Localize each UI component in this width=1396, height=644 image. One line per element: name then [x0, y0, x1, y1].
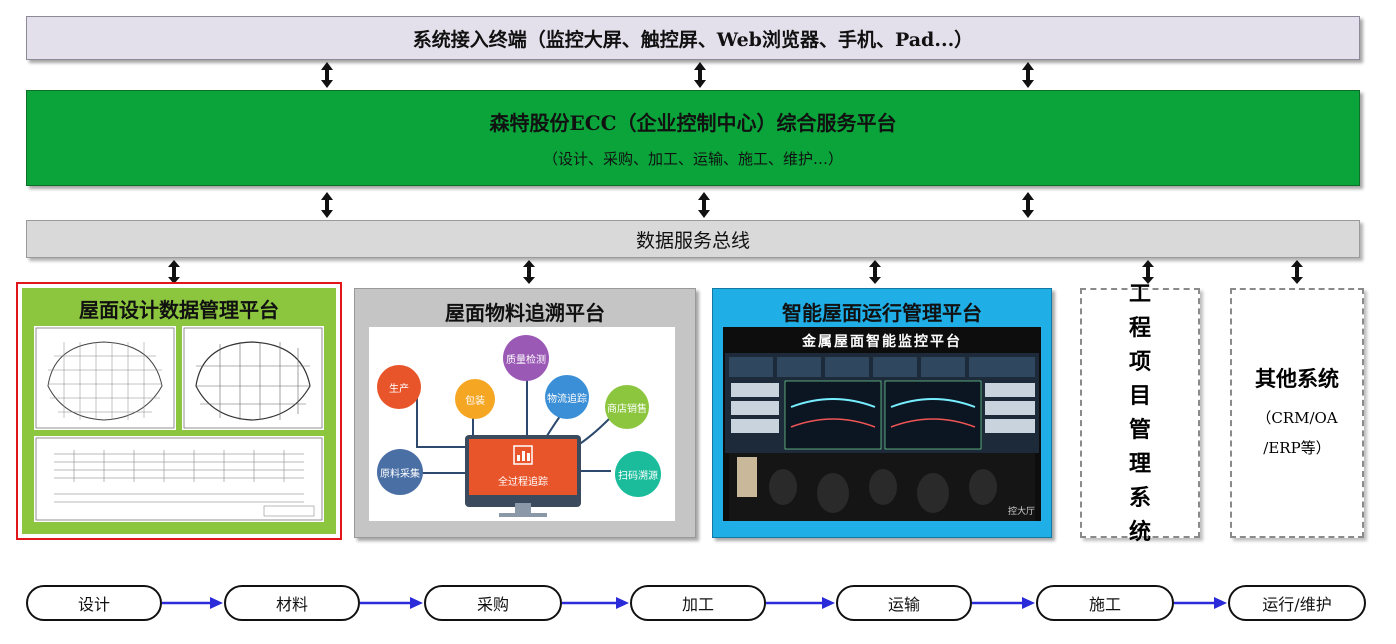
double-arrow-icon: [1021, 190, 1035, 220]
other-systems-line1: （CRM/OA: [1256, 409, 1338, 427]
double-arrow-icon: [1290, 258, 1304, 286]
data-service-bus: 数据服务总线: [26, 220, 1360, 258]
double-arrow-icon: [320, 190, 334, 220]
project-management-system: 工程项目管理系统: [1080, 281, 1200, 545]
other-systems-title: 其他系统: [1255, 366, 1339, 391]
flow-step-operation: 运行/维护: [1228, 585, 1366, 621]
control-hall-caption: 控大厅: [1007, 507, 1035, 517]
flow-step-label: 材料: [275, 595, 308, 614]
bus-label: 数据服务总线: [635, 229, 750, 252]
double-arrow-icon: [1021, 60, 1035, 90]
double-arrow-icon: [522, 258, 536, 286]
flow-step-label: 采购: [476, 595, 509, 614]
control-room-image: 金属屋面智能监控平台 控大厅: [723, 327, 1041, 521]
double-arrow-icon: [320, 60, 334, 90]
flow-arrow-icon: [1174, 597, 1227, 609]
flow-step-process: 加工: [630, 585, 766, 621]
flow-arrow-icon: [766, 597, 835, 609]
trace-node: 扫码溯源: [615, 451, 661, 497]
trace-node: 物流追踪: [545, 375, 589, 419]
flow-arrow-icon: [162, 597, 223, 609]
smart-roof-platform: 智能屋面运行管理平台: [712, 288, 1052, 538]
trace-node: 包装: [455, 379, 495, 419]
flow-step-label: 运行/维护: [1262, 595, 1332, 614]
flow-step-purchase: 采购: [424, 585, 562, 621]
flow-step-label: 加工: [681, 595, 714, 614]
terminal-label: 系统接入终端（监控大屏、触控屏、Web浏览器、手机、Pad...）: [412, 28, 974, 51]
double-arrow-icon: [1141, 258, 1155, 286]
flow-arrow-icon: [972, 597, 1035, 609]
cad-drawing-image: [34, 326, 176, 430]
material-platform-title: 屋面物料追溯平台: [445, 301, 605, 325]
other-systems: 其他系统 （CRM/OA /ERP等）: [1230, 288, 1364, 538]
chart-icon: [513, 445, 533, 469]
trace-center-label: 全过程追踪: [498, 477, 548, 488]
double-arrow-icon: [693, 60, 707, 90]
flow-step-construction: 施工: [1036, 585, 1174, 621]
flow-step-material: 材料: [224, 585, 360, 621]
flow-step-label: 施工: [1088, 595, 1121, 614]
terminal-layer: 系统接入终端（监控大屏、触控屏、Web浏览器、手机、Pad...）: [26, 16, 1360, 60]
monitor-screen-title: 金属屋面智能监控平台: [802, 334, 962, 350]
flow-step-design: 设计: [26, 585, 162, 621]
ecc-subtitle: （设计、采购、加工、运输、施工、维护…）: [542, 150, 843, 168]
project-system-title: 工程项目管理系统: [1128, 281, 1151, 545]
cad-drawing-image: [182, 326, 324, 430]
flow-arrow-icon: [562, 597, 629, 609]
trace-node: 原料采集: [377, 449, 423, 495]
design-platform-title: 屋面设计数据管理平台: [79, 298, 279, 322]
flow-step-transport: 运输: [836, 585, 972, 621]
double-arrow-icon: [697, 190, 711, 220]
other-systems-line2: /ERP等）: [1263, 439, 1331, 457]
trace-node: 生产: [377, 365, 421, 409]
trace-diagram-image: 生产 包装 质量检测 物流追踪 商店销售 扫码溯源 原料采集 全过程追踪: [369, 327, 675, 521]
flow-step-label: 运输: [887, 595, 920, 614]
trace-node: 质量检测: [503, 335, 549, 381]
design-data-platform: 屋面设计数据管理平台: [16, 282, 342, 540]
double-arrow-icon: [868, 258, 882, 286]
ecc-title: 森特股份ECC（企业控制中心）综合服务平台: [489, 111, 897, 135]
ecc-platform-layer: 森特股份ECC（企业控制中心）综合服务平台 （设计、采购、加工、运输、施工、维护…: [26, 90, 1360, 186]
trace-node: 商店销售: [605, 385, 649, 429]
material-trace-platform: 屋面物料追溯平台 生产 包装 质量检测 物流追踪 商店销售 扫码溯源 原料采集 …: [354, 288, 696, 538]
smart-platform-title: 智能屋面运行管理平台: [782, 301, 982, 325]
flow-step-label: 设计: [77, 595, 110, 614]
cad-drawing-image: [34, 436, 324, 522]
double-arrow-icon: [167, 258, 181, 286]
flow-arrow-icon: [360, 597, 423, 609]
